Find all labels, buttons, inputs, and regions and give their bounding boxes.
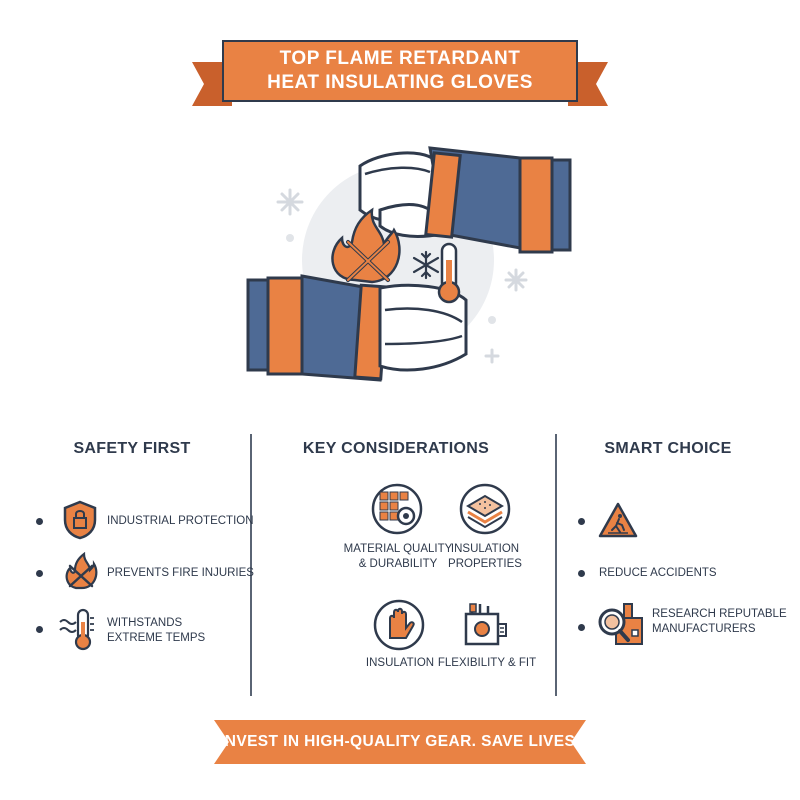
label-line-2: PROPERTIES xyxy=(448,558,522,570)
bullet xyxy=(578,518,585,525)
crossed-flame-icon xyxy=(65,552,98,590)
sparkle-icon xyxy=(484,348,500,364)
column-divider-left xyxy=(250,434,252,696)
insulation-layers-icon xyxy=(459,483,511,535)
thermometer-icon xyxy=(437,242,461,304)
reduce-accidents-label: REDUCE ACCIDENTS xyxy=(599,567,717,579)
prevents-fire-injuries-label: PREVENTS FIRE INJURIES xyxy=(107,567,254,579)
title-line-1: TOP FLAME RETARDANT xyxy=(279,48,521,69)
crossed-flame-icon xyxy=(331,207,401,284)
label-line-1: INSULATION xyxy=(450,543,520,555)
lock-shield-icon xyxy=(63,500,97,540)
flexibility-fit-label: FLEXIBILITY & FIT xyxy=(437,657,537,669)
sparkle-icon xyxy=(276,188,304,216)
flexible-device-icon xyxy=(464,603,507,646)
withstands-extreme-temps-label: WITHSTANDS EXTREME TEMPS xyxy=(107,616,205,646)
title-ribbon: TOP FLAME RETARDANT HEAT INSULATING GLOV… xyxy=(222,40,578,102)
gloves-hero-illustration xyxy=(246,146,572,382)
smart-choice-heading: SMART CHOICE xyxy=(604,440,732,457)
bullet xyxy=(578,624,585,631)
glove-hand-icon xyxy=(373,599,425,651)
column-divider-right xyxy=(555,434,557,696)
bullet xyxy=(36,570,43,577)
bullet xyxy=(578,570,585,577)
label-line-1: MATERIAL QUALITY xyxy=(343,543,453,555)
insulation-properties-label: INSULATION PROPERTIES xyxy=(430,542,540,572)
label-line-2: MANUFACTURERS xyxy=(652,623,756,635)
insulation-label: INSULATION xyxy=(365,657,435,669)
thermometer-icon xyxy=(59,608,94,651)
label-line-2: & DURABILITY xyxy=(358,558,438,570)
industrial-protection-label: INDUSTRIAL PROTECTION xyxy=(107,515,254,527)
warning-sign-icon xyxy=(598,502,638,538)
glove-lower-left xyxy=(246,274,468,382)
factory-search-icon xyxy=(598,603,643,645)
material-quality-label: MATERIAL QUALITY & DURABILITY xyxy=(338,542,458,572)
banner-text: INVEST IN HIGH-QUALITY GEAR. SAVE LIVES. xyxy=(220,733,580,750)
label-line-1: WITHSTANDS xyxy=(107,617,183,629)
dot-decoration xyxy=(286,234,294,242)
label-line-2: EXTREME TEMPS xyxy=(107,632,206,644)
bullet xyxy=(36,518,43,525)
sparkle-icon xyxy=(504,268,528,292)
call-to-action-banner: INVEST IN HIGH-QUALITY GEAR. SAVE LIVES. xyxy=(214,720,586,764)
snowflake-icon xyxy=(412,250,440,280)
bullet xyxy=(36,626,43,633)
glove-upper-right xyxy=(358,146,572,254)
safety-first-heading: SAFETY FIRST xyxy=(73,440,191,457)
title-line-2: HEAT INSULATING GLOVES xyxy=(267,72,533,93)
fabric-gear-icon xyxy=(371,483,423,535)
dot-decoration xyxy=(488,316,496,324)
research-manufacturers-label: RESEARCH REPUTABLE MANUFACTURERS xyxy=(652,607,787,637)
label-line-1: RESEARCH REPUTABLE xyxy=(652,608,787,620)
key-considerations-heading: KEY CONSIDERATIONS xyxy=(302,440,490,457)
